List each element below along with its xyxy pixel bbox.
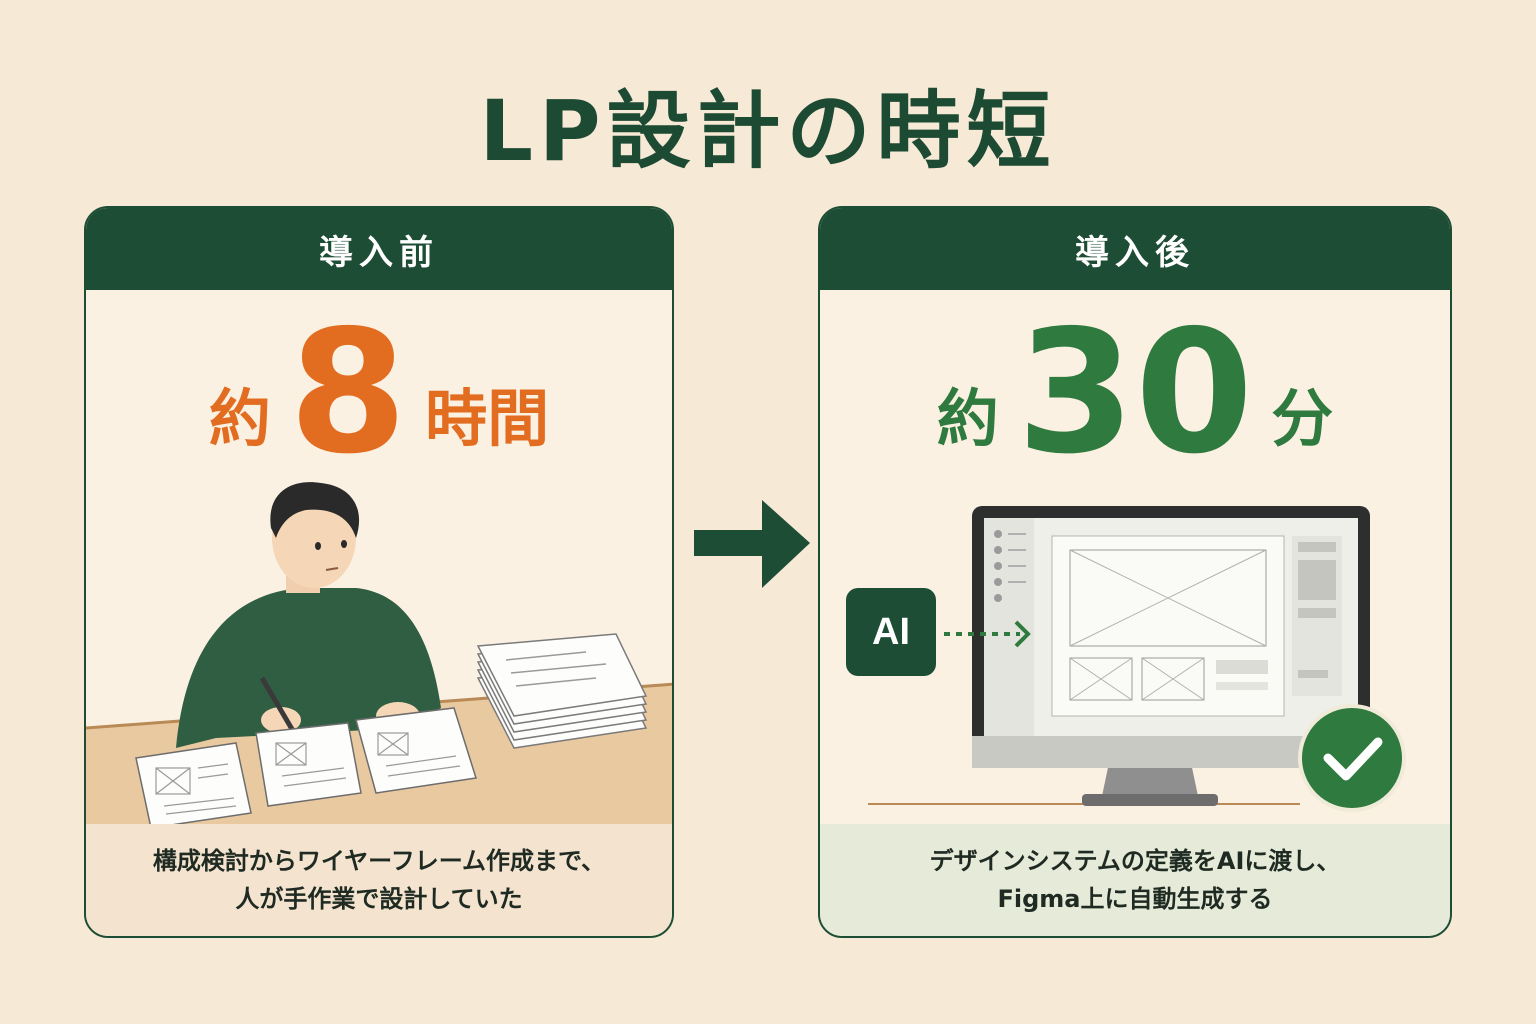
before-header: 導入前 [86,208,672,290]
page-title: LP設計の時短 [479,82,1057,180]
after-prefix: 約 [936,382,999,455]
after-caption: デザインシステムの定義をAIに渡し、 Figma上に自動生成する [820,824,1450,936]
after-card: 導入後 [818,206,1452,938]
arrow-right-icon [694,500,810,588]
before-card: 導入前 [84,206,674,938]
before-number: 8 [288,294,408,492]
before-unit: 時間 [425,382,550,455]
after-caption-line2: Figma上に自動生成する [997,885,1273,913]
after-time: 約 30 分 [820,308,1450,478]
before-caption-line2: 人が手作業で設計していた [235,885,523,913]
person-writing-illustration [86,482,672,829]
after-caption-line1: デザインシステムの定義をAIに渡し、 [929,847,1341,875]
after-unit: 分 [1271,382,1334,455]
before-caption-line1: 構成検討からワイヤーフレーム作成まで、 [152,847,606,875]
before-prefix: 約 [208,382,271,455]
before-time: 約 8 時間 [86,308,672,478]
monitor-illustration [868,506,1406,812]
after-header: 導入後 [820,208,1450,290]
ai-badge: AI [846,588,936,676]
before-caption: 構成検討からワイヤーフレーム作成まで、 人が手作業で設計していた [86,824,672,936]
check-circle-icon [1298,704,1406,812]
after-number: 30 [1016,294,1254,492]
